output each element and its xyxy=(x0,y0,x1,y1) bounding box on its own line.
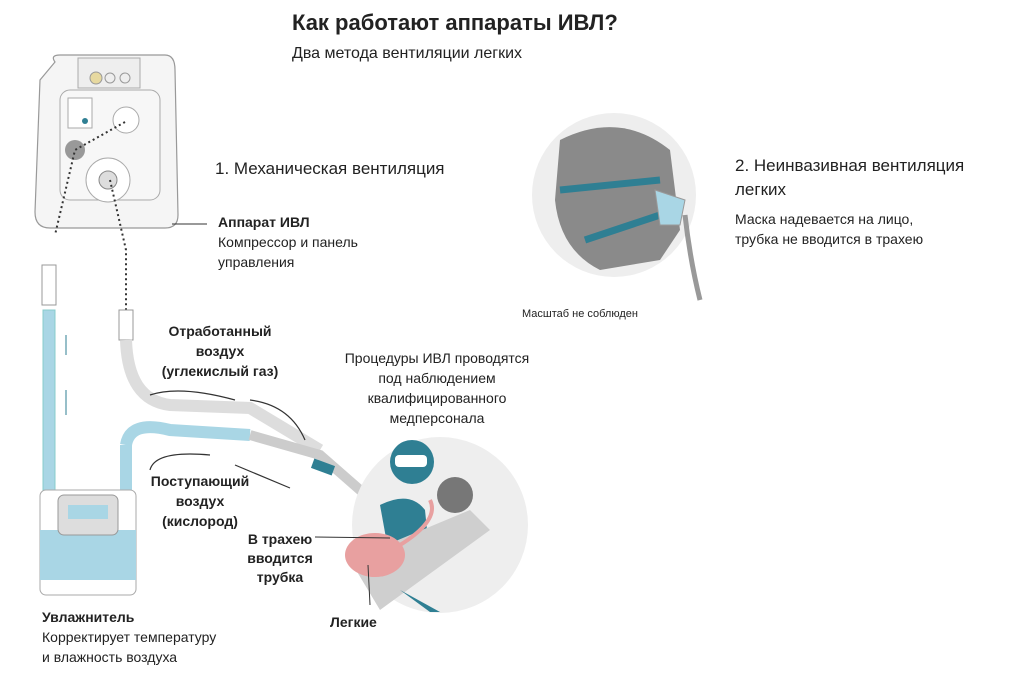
scale-note: Масштаб не соблюден xyxy=(522,308,638,320)
ventilator-device xyxy=(34,54,179,310)
trachea-pointer-line xyxy=(314,536,391,539)
procedure-note: квалифицированного xyxy=(367,390,507,406)
method2-desc-line: Маска надевается на лицо, xyxy=(735,211,914,227)
patient-illustration xyxy=(345,437,528,613)
method1-title: 1. Механическая вентиляция xyxy=(215,159,445,178)
ventilator-desc-line: Компрессор и панель xyxy=(218,234,358,250)
method2-title: 2. Неинвазивная вентиляция xyxy=(735,156,965,175)
exhaust-label: (углекислый газ) xyxy=(161,363,279,379)
lungs-pointer-line xyxy=(367,564,371,606)
tube-label: В трахею xyxy=(247,531,313,547)
humidifier-label: Увлажнитель xyxy=(42,609,135,625)
intake-label: (кислород) xyxy=(162,513,238,529)
inspiratory-tube xyxy=(41,264,251,495)
humidifier-desc-line: и влажность воздуха xyxy=(42,649,178,665)
humidifier-desc-line: Корректирует температуру xyxy=(42,629,217,645)
tube-label: трубка xyxy=(256,569,304,585)
airflow-arrows xyxy=(149,390,306,489)
method2-desc-line: трубка не вводится в трахею xyxy=(735,231,924,247)
humidifier xyxy=(39,489,137,596)
exhaust-label: воздух xyxy=(195,343,245,359)
procedure-note: медперсонала xyxy=(389,410,485,426)
page-subtitle: Два метода вентиляции легких xyxy=(292,45,523,62)
intake-label: Поступающий xyxy=(150,473,250,489)
exhaust-label: Отработанный xyxy=(168,323,272,339)
ventilator-desc-line: управления xyxy=(218,254,295,270)
page-title: Как работают аппараты ИВЛ? xyxy=(292,10,618,35)
tube-label: вводится xyxy=(247,550,313,566)
lungs-label: Легкие xyxy=(330,614,377,630)
intake-label: воздух xyxy=(175,493,225,509)
procedure-note: Процедуры ИВЛ проводятся xyxy=(344,350,530,366)
method2-title: легких xyxy=(735,180,787,199)
mask-illustration xyxy=(532,113,703,301)
ventilator-label: Аппарат ИВЛ xyxy=(218,214,310,230)
procedure-note: под наблюдением xyxy=(378,370,496,386)
